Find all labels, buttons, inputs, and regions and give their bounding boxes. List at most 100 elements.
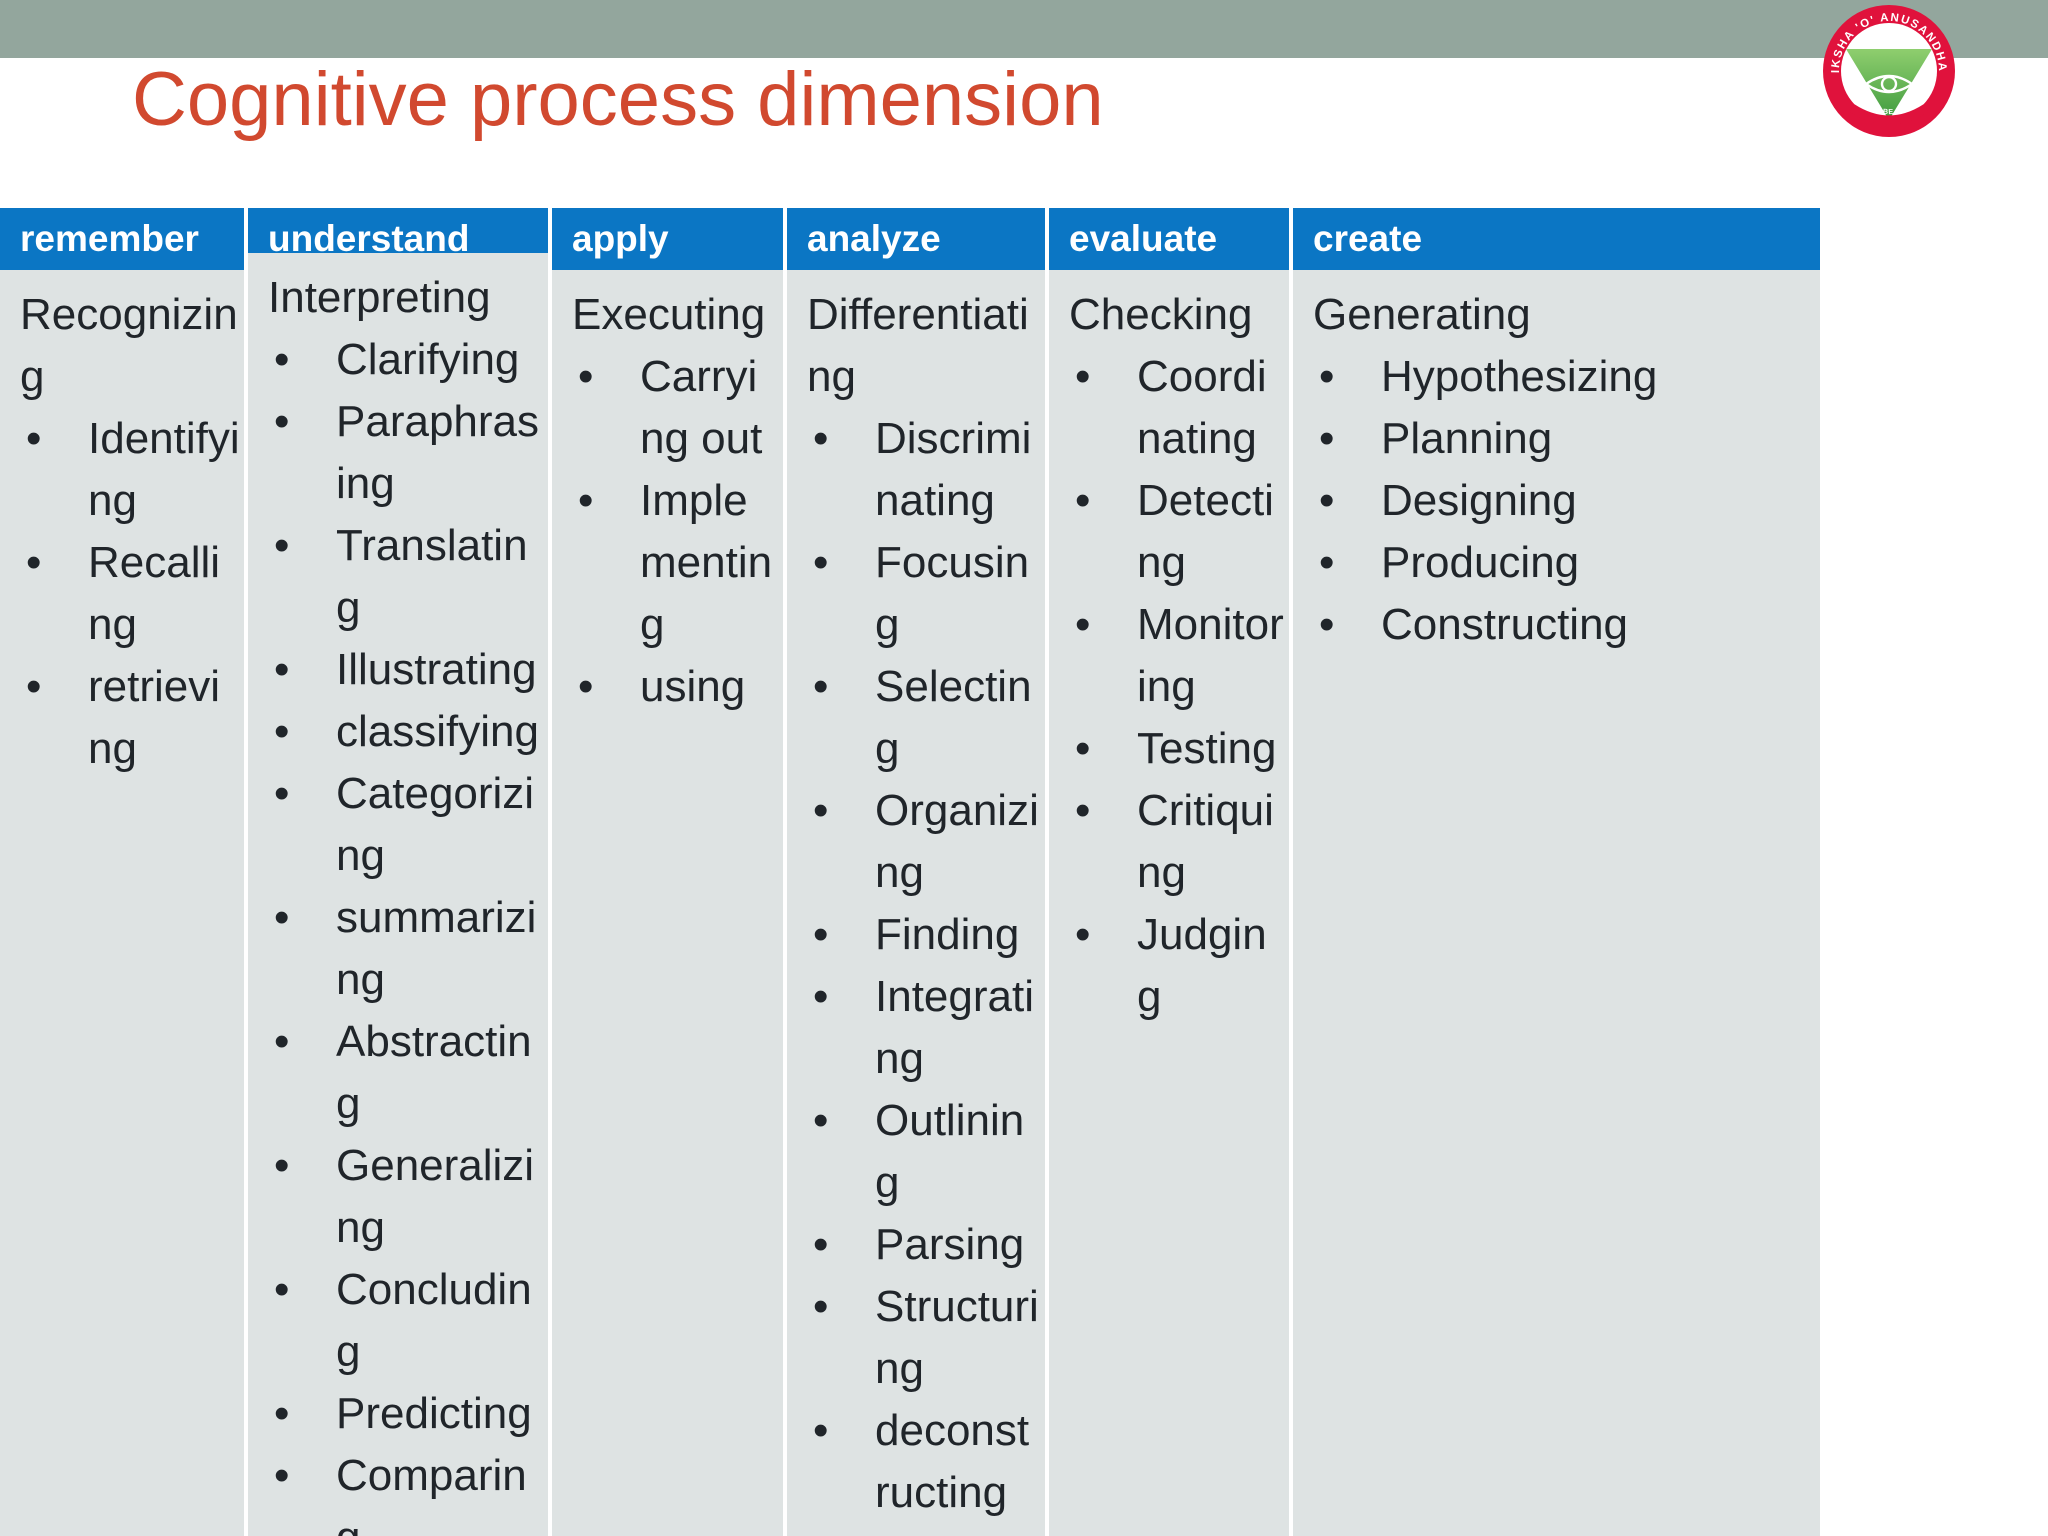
list-item: •Producing [1293,532,1820,594]
list-item: •Integrating [787,966,1045,1090]
university-logo: SIKSHA 'O' ANUSANDHAN (DEEMED TO BE UNIV… [1822,4,1956,138]
column-header-analyze: analyze [787,208,1045,270]
bullet-icon: • [1075,910,1091,959]
item-list-remember: •Identifying •Recalling •retrieving [0,408,244,780]
list-item: • Outlining [787,1090,1045,1214]
title-area: Cognitive process dimension [0,57,2048,150]
list-item-label: Producing [1381,538,1580,587]
list-item: •Focusing [787,532,1045,656]
cognitive-process-table: remember Recognizing •Identifying •Recal… [0,208,2048,1536]
column-lead-evaluate: Checking [1069,290,1253,339]
list-item-label: Finding [875,910,1020,959]
bullet-icon: • [1319,476,1335,525]
list-item-label: retrieving [88,662,221,773]
bullet-icon: • [813,910,829,959]
column-lead-remember: Recognizing [20,290,238,401]
list-item-label: Structuring [875,1282,1039,1393]
list-item-label: Identifying [88,414,240,525]
list-item-label: Clarifying [336,335,520,385]
bullet-icon: • [578,662,594,711]
column-lead-create: Generating [1313,290,1531,339]
column-header-understand: understand [248,208,548,254]
list-item-label: Generalizing [336,1141,535,1253]
list-item: •Predicting [248,1383,548,1445]
list-item-label: deconstructing [875,1406,1030,1517]
list-item: • Testing [1049,718,1289,780]
bullet-icon: • [26,414,42,463]
bullet-icon: • [813,1220,829,1269]
list-item: •retrieving [0,656,244,780]
list-item: •Translating [248,515,548,639]
bullet-icon: • [1075,352,1091,401]
list-item: •Illustrating [248,639,548,701]
column-lead-analyze: Differentiating [807,290,1029,401]
column-lead-apply: Executing [572,290,766,339]
list-item: • Judging [1049,904,1289,1028]
list-item-label: Designing [1381,476,1577,525]
list-item-label: classifying [336,707,539,757]
list-item-label: Constructing [1381,600,1629,649]
list-item-label: Discriminating [875,414,1032,525]
list-item-label: Monitoring [1137,600,1284,711]
list-item: • Categorizing [248,763,548,887]
list-item: • Parsing [787,1214,1045,1276]
list-item: • Discriminating [787,408,1045,532]
column-header-evaluate: evaluate [1049,208,1289,270]
bullet-icon: • [1319,600,1335,649]
list-item: • Selecting [787,656,1045,780]
table-column-evaluate: evaluate Checking •Coordinating •Detecti… [1049,208,1289,1536]
column-body-understand: Interpreting •Clarifying •Paraphrasing •… [248,253,548,1536]
list-item: •using [552,656,783,718]
list-item-label: Judging [1137,910,1267,1021]
list-item: • classifying [248,701,548,763]
list-item: •deconstructing [787,1400,1045,1524]
list-item-label: Abstracting [336,1017,532,1129]
bullet-icon: • [1075,476,1091,525]
bullet-icon: • [813,414,829,463]
bullet-icon: • [274,769,290,819]
list-item: •Abstracting [248,1011,548,1135]
top-banner-bar [0,0,2048,58]
list-item-label: Predicting [336,1389,532,1439]
list-item-label: Critiquing [1137,786,1274,897]
table-column-create: create Generating •Hypothesizing •Planni… [1293,208,1820,1536]
list-item: •Structuring [787,1276,1045,1400]
list-item-label: Categorizing [336,769,535,881]
list-item: •Comparing [248,1445,548,1536]
list-item: •Organizing [787,780,1045,904]
bullet-icon: • [274,707,290,757]
list-item: •Planning [1293,408,1820,470]
list-item-label: Organizing [875,786,1039,897]
table-column-remember: remember Recognizing •Identifying •Recal… [0,208,244,1536]
list-item-label: Carrying out [640,352,763,463]
list-item-label: Selecting [875,662,1032,773]
list-item: •summarizing [248,887,548,1011]
bullet-icon: • [813,1096,829,1145]
item-list-analyze: •Discriminating •Focusing •Selecting •Or… [787,408,1045,1524]
column-header-remember: remember [0,208,244,270]
list-item: •Carrying out [552,346,783,470]
column-body-analyze: Differentiating • Discriminating •Focusin… [787,270,1045,1536]
item-list-evaluate: •Coordinating •Detecting •Monitoring •Te… [1049,346,1289,1028]
list-item-label: Outlining [875,1096,1025,1207]
list-item-label: Planning [1381,414,1553,463]
list-item: •Concluding [248,1259,548,1383]
bullet-icon: • [1075,724,1091,773]
bullet-icon: • [813,662,829,711]
list-item-label: Illustrating [336,645,537,695]
list-item: •Monitoring [1049,594,1289,718]
page-title: Cognitive process dimension [132,57,1104,142]
list-item-label: Translating [336,521,528,633]
list-item: •Coordinating [1049,346,1289,470]
column-body-apply: Executing •Carrying out •Implementing •u… [552,270,783,1536]
list-item: •Clarifying [248,329,548,391]
bullet-icon: • [274,397,290,447]
column-header-apply: apply [552,208,783,270]
list-item-label: Parsing [875,1220,1025,1269]
list-item-label: Hypothesizing [1381,352,1658,401]
bullet-icon: • [26,538,42,587]
list-item: • Designing [1293,470,1820,532]
list-item-label: Testing [1137,724,1277,773]
item-list-apply: •Carrying out •Implementing •using [552,346,783,718]
column-body-evaluate: Checking •Coordinating •Detecting •Monit… [1049,270,1289,1536]
